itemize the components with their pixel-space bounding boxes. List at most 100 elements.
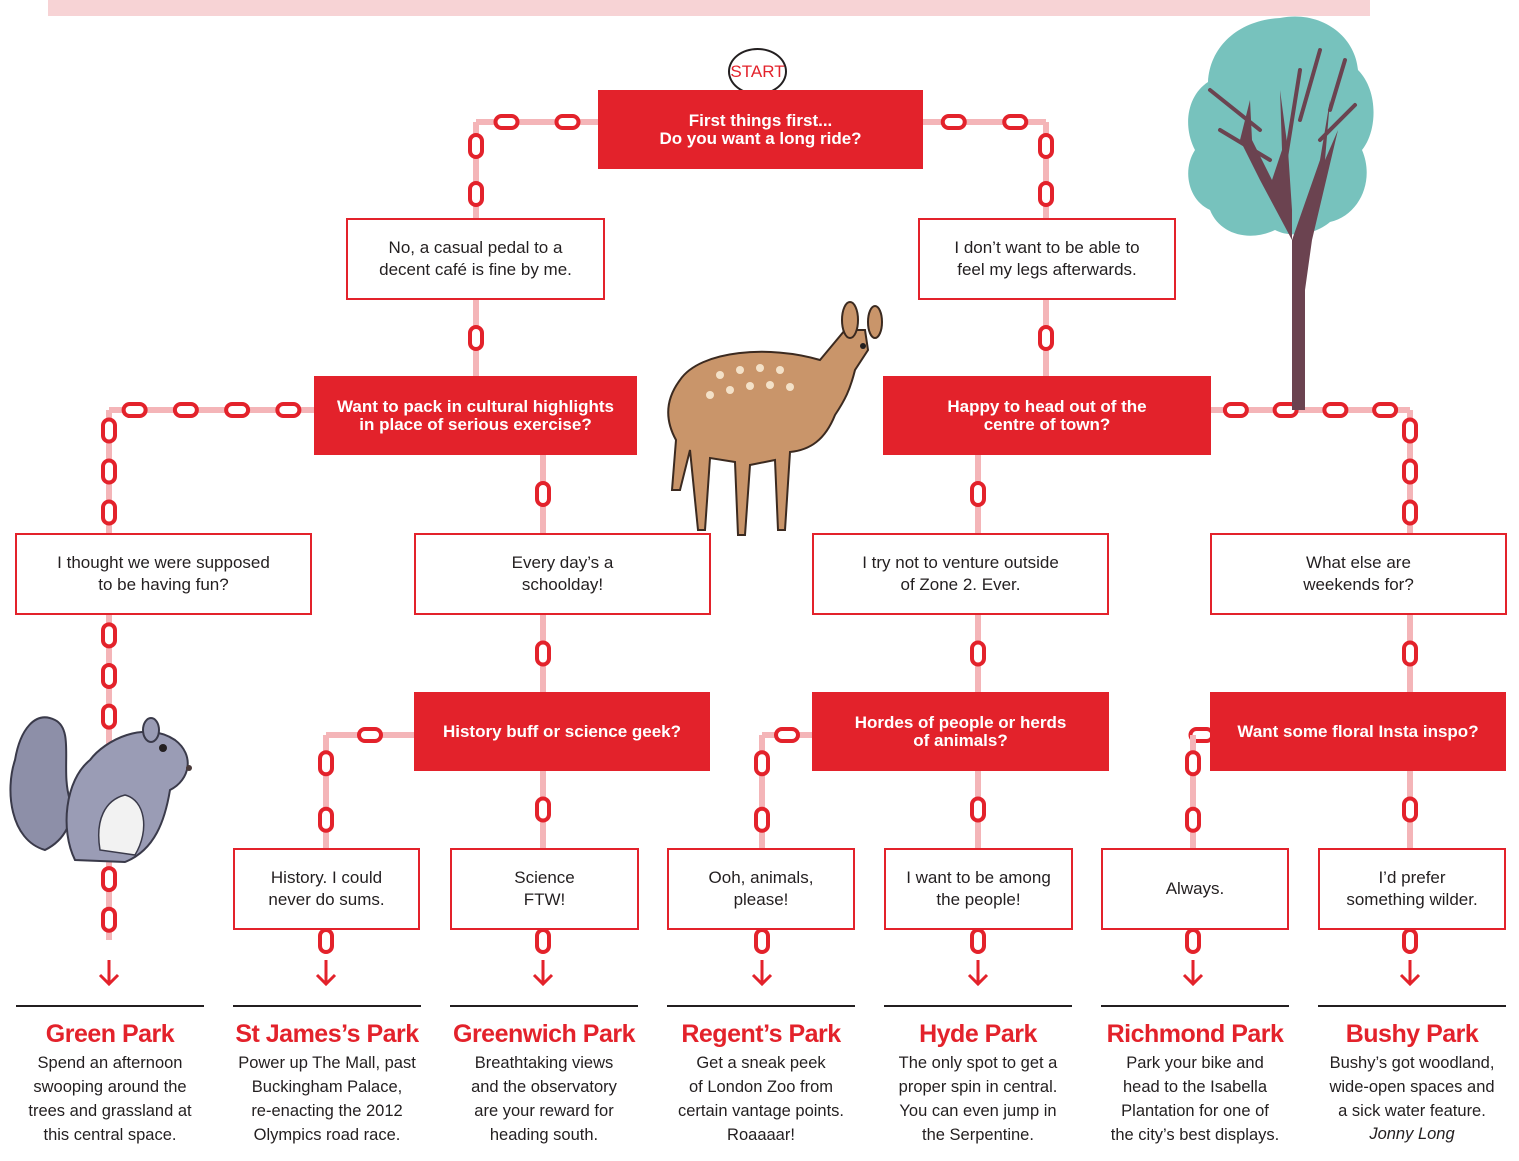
chain-link bbox=[468, 133, 484, 159]
answer-schoolday: Every day’s a schoolday! bbox=[414, 533, 711, 615]
chain-link bbox=[1038, 325, 1054, 351]
chain-link bbox=[535, 481, 551, 507]
answer-fun: I thought we were supposed to be having … bbox=[15, 533, 312, 615]
question-text: Happy to head out of the centre of town? bbox=[947, 396, 1147, 434]
question-text: Hordes of people or herds of animals? bbox=[854, 712, 1067, 750]
answer-wilder: I’d prefer something wilder. bbox=[1318, 848, 1506, 930]
question-out-of-town: Happy to head out of the centre of town? bbox=[883, 376, 1211, 455]
down-arrow-icon bbox=[967, 960, 989, 987]
chain-link bbox=[1402, 417, 1418, 444]
chain-link bbox=[101, 703, 117, 730]
result-desc: Get a sneak peek of London Zoo from cert… bbox=[677, 1054, 845, 1144]
chain-link bbox=[101, 662, 117, 689]
answer-people: I want to be among the people! bbox=[884, 848, 1073, 930]
chain-link bbox=[1402, 928, 1418, 954]
chain-link bbox=[940, 114, 967, 130]
chain-link bbox=[172, 402, 199, 418]
result-name: St James’s Park bbox=[235, 1020, 419, 1048]
chain-link bbox=[1402, 458, 1418, 485]
header-banner bbox=[48, 0, 1370, 16]
question-text: Want some floral Insta inspo? bbox=[1237, 721, 1479, 741]
chain-link bbox=[468, 181, 484, 207]
chain-link bbox=[101, 622, 117, 649]
chain-link bbox=[468, 325, 484, 351]
chain-link bbox=[535, 796, 551, 823]
result-name: Greenwich Park bbox=[453, 1020, 635, 1048]
chain-link bbox=[970, 640, 986, 667]
answer-history: History. I could never do sums. bbox=[233, 848, 420, 930]
result-bushy-park: Bushy Park Bushy’s got woodland, wide-op… bbox=[1318, 1005, 1506, 1145]
result-rule bbox=[16, 1005, 204, 1007]
result-regents-park: Regent’s Park Get a sneak peek of London… bbox=[667, 1005, 855, 1147]
result-name: Richmond Park bbox=[1106, 1020, 1284, 1048]
result-greenwich-park: Greenwich Park Breathtaking views and th… bbox=[450, 1005, 638, 1147]
chain-link bbox=[1322, 402, 1349, 418]
question-cultural: Want to pack in cultural highlights in p… bbox=[314, 376, 637, 455]
answer-text: Every day’s a schoolday! bbox=[511, 553, 614, 594]
answer-text: I want to be among the people! bbox=[906, 868, 1051, 909]
result-name: Hyde Park bbox=[919, 1020, 1037, 1048]
answer-weekends: What else are weekends for? bbox=[1210, 533, 1507, 615]
tree-illustration bbox=[1188, 16, 1374, 410]
answer-text: Science FTW! bbox=[514, 868, 575, 909]
chain-link bbox=[318, 928, 334, 954]
chain-link bbox=[1002, 114, 1029, 130]
down-arrow-icon bbox=[532, 960, 554, 987]
answer-text: No, a casual pedal to a decent café is f… bbox=[379, 238, 572, 279]
result-rule bbox=[1318, 1005, 1506, 1007]
chain-link bbox=[493, 114, 520, 130]
result-rule bbox=[884, 1005, 1072, 1007]
chain-link bbox=[1185, 806, 1201, 833]
chain-link bbox=[1185, 928, 1201, 954]
result-hyde-park: Hyde Park The only spot to get a proper … bbox=[884, 1005, 1072, 1147]
answer-text: History. I could never do sums. bbox=[268, 868, 385, 909]
chain-link bbox=[1185, 750, 1201, 777]
chain-link bbox=[554, 114, 581, 130]
result-richmond-park: Richmond Park Park your bike and head to… bbox=[1101, 1005, 1289, 1147]
answer-science: Science FTW! bbox=[450, 848, 639, 930]
result-rule bbox=[667, 1005, 855, 1007]
chain-link bbox=[1372, 402, 1399, 418]
chain-link bbox=[357, 727, 383, 743]
answer-text: I thought we were supposed to be having … bbox=[57, 553, 270, 594]
chain-link bbox=[101, 458, 117, 485]
start-badge: START bbox=[728, 48, 787, 95]
question-long-ride: First things first... Do you want a long… bbox=[598, 90, 923, 169]
deer-illustration bbox=[667, 301, 883, 536]
squirrel-illustration bbox=[9, 716, 192, 864]
result-desc: The only spot to get a proper spin in ce… bbox=[898, 1054, 1058, 1144]
chain-link bbox=[1402, 796, 1418, 823]
chain-link bbox=[224, 402, 251, 418]
answer-text: I’d prefer something wilder. bbox=[1346, 868, 1478, 909]
chain-link bbox=[318, 806, 334, 833]
result-desc: Bushy’s got woodland, wide-open spaces a… bbox=[1329, 1054, 1495, 1120]
chain-link bbox=[970, 928, 986, 954]
chain-link bbox=[535, 928, 551, 954]
result-desc: Power up The Mall, past Buckingham Palac… bbox=[238, 1054, 416, 1144]
chain-link bbox=[774, 727, 800, 743]
chain-link bbox=[275, 402, 302, 418]
chain-link bbox=[754, 928, 770, 954]
answer-text: Always. bbox=[1165, 879, 1225, 898]
answer-text: I don’t want to be able to feel my legs … bbox=[954, 238, 1140, 279]
question-people-animals: Hordes of people or herds of animals? bbox=[812, 692, 1109, 771]
down-arrow-icon bbox=[1399, 960, 1421, 987]
answer-legs: I don’t want to be able to feel my legs … bbox=[918, 218, 1176, 300]
chain-link bbox=[1038, 133, 1054, 159]
down-arrow-icon bbox=[315, 960, 337, 987]
chain-link bbox=[121, 402, 148, 418]
result-rule bbox=[1101, 1005, 1289, 1007]
chain-link bbox=[1402, 499, 1418, 526]
answer-text: What else are weekends for? bbox=[1303, 553, 1414, 594]
answer-always: Always. bbox=[1101, 848, 1289, 930]
chain-link bbox=[754, 806, 770, 833]
chain-link bbox=[101, 417, 117, 444]
question-text: Want to pack in cultural highlights in p… bbox=[336, 396, 615, 434]
chain-link bbox=[101, 906, 117, 933]
result-name: Regent’s Park bbox=[681, 1020, 841, 1048]
result-desc: Park your bike and head to the Isabella … bbox=[1110, 1054, 1280, 1144]
result-green-park: Green Park Spend an afternoon swooping a… bbox=[16, 1005, 204, 1147]
question-history-science: History buff or science geek? bbox=[414, 692, 710, 771]
chain-link bbox=[1402, 640, 1418, 667]
